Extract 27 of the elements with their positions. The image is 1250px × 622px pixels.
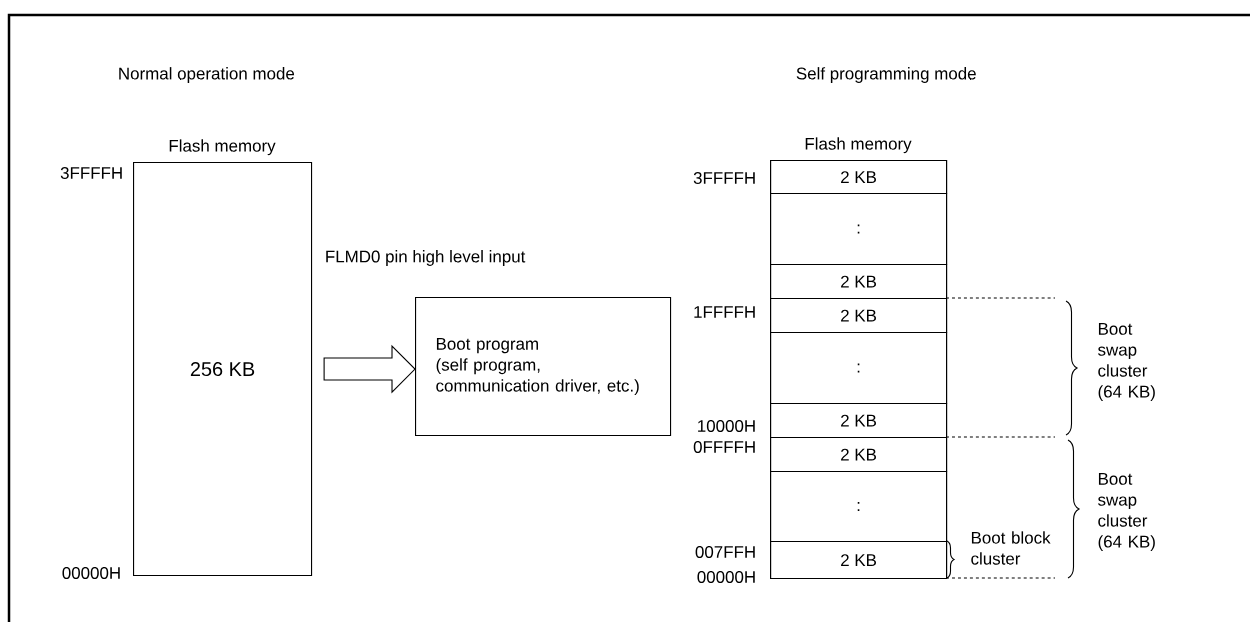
address-label: 00000H — [697, 571, 755, 583]
memory-block: : — [770, 193, 948, 266]
address-label: 00000H — [62, 567, 120, 579]
node-label: Flash memory — [805, 137, 912, 154]
memory-block: 2 KB — [770, 541, 948, 580]
address-label: 007FFH — [695, 546, 755, 558]
address-label: 0FFFFH — [693, 441, 755, 453]
address-label: 10000H — [698, 420, 755, 432]
boot-program-box: Boot program (self program, communication driver, etc.) — [415, 297, 672, 437]
address-label: 3FFFFH — [693, 172, 755, 184]
brace-label: Boot swap cluster (64 KB) — [1098, 473, 1155, 551]
memory-block: : — [770, 332, 948, 405]
memory-block: 2 KB — [770, 264, 948, 300]
block-arrow — [323, 344, 416, 394]
brace-label: Boot block cluster — [971, 531, 1051, 565]
memory-map-box: Flash memory 256 KB — [133, 139, 313, 577]
node-label: Flash memory — [169, 139, 276, 156]
memory-block: : — [770, 471, 948, 543]
memory-block: 2 KB — [770, 298, 948, 334]
memory-block: 2 KB — [770, 403, 948, 439]
mode-title: Self programming mode — [796, 67, 976, 83]
address-label: 1FFFFH — [694, 306, 755, 318]
mode-title: Normal operation mode — [119, 67, 295, 83]
memory-block: 2 KB — [770, 437, 948, 473]
memory-block: 2 KB — [770, 160, 948, 195]
note-text: FLMD0 pin high level input — [326, 250, 526, 266]
brace-label: Boot swap cluster (64 KB) — [1098, 323, 1155, 401]
